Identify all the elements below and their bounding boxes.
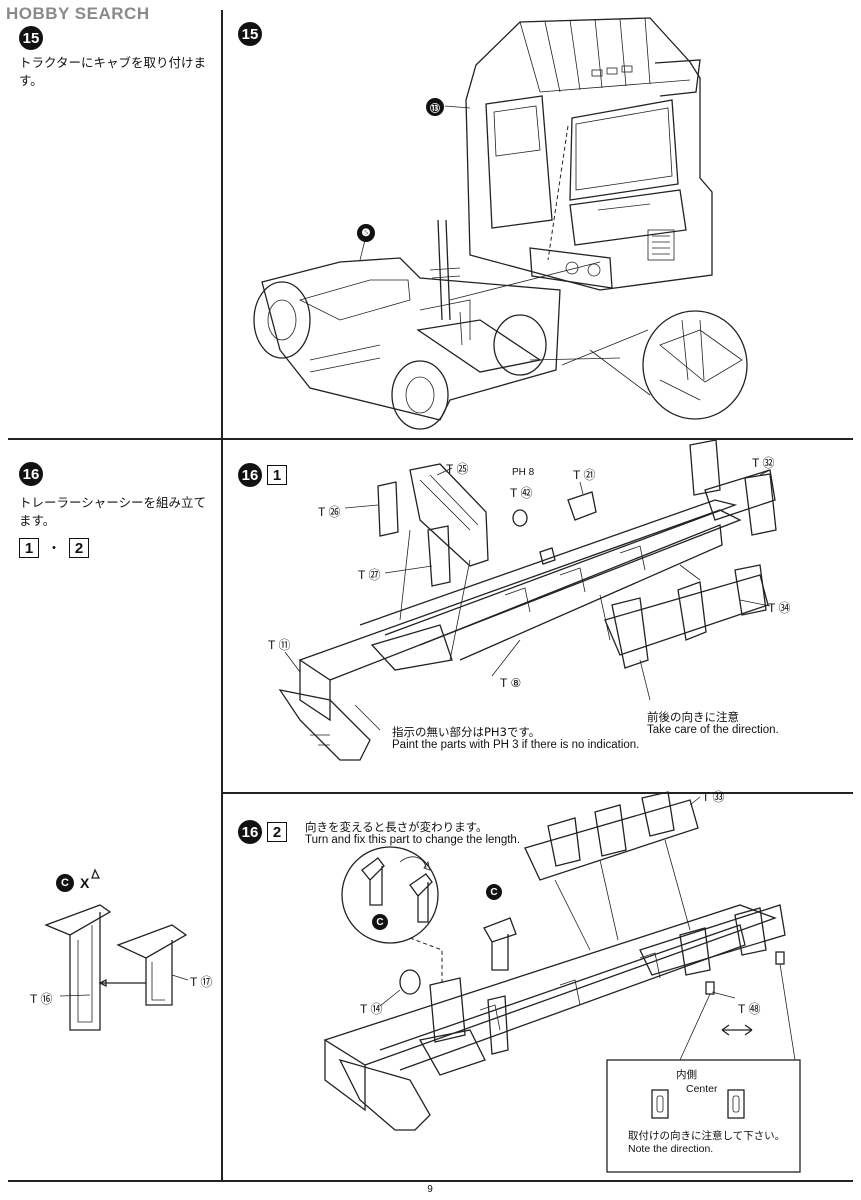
note-box-text-jp: 取付けの向きに注意して下さい。 xyxy=(628,1130,786,1142)
step-16-2-badge: 16 xyxy=(238,820,262,844)
step-15-badge: 15 xyxy=(238,22,262,46)
part-ph8: PH 8 xyxy=(512,467,535,478)
part-t25: T ㉕ xyxy=(446,462,469,476)
inset-runner-c-badge: C xyxy=(56,874,74,892)
part-t27: T ㉗ xyxy=(358,568,381,582)
step-16-2-heading: 16 2 xyxy=(238,820,287,844)
left-step-15-text: トラクターにキャブを取り付けます。 xyxy=(19,55,207,88)
hobby-search-watermark: HOBBY SEARCH xyxy=(6,4,150,23)
inset-part-t16: T ⑯ xyxy=(30,992,53,1006)
step-15-callout-13: ⑬ xyxy=(426,98,444,116)
part-t32: T ㉜ xyxy=(752,456,775,470)
part-t8: T ⑧ xyxy=(500,676,522,690)
left-step-16-text: トレーラーシャーシーを組み立てます。 xyxy=(19,495,207,528)
note-box-title-jp: 内側 xyxy=(676,1069,697,1081)
inset-part-t17: T ⑰ xyxy=(190,975,213,989)
bottom-border xyxy=(8,1180,853,1182)
step-15-callout-5: ❺ xyxy=(357,224,375,242)
part-t11: T ⑪ xyxy=(268,638,291,652)
substep-1-box: 1 xyxy=(19,538,39,558)
detail-runner-c-badge: C xyxy=(372,914,388,930)
direction-note-jp: 前後の向きに注意 xyxy=(647,710,739,724)
substep-2-box: 2 xyxy=(69,538,89,558)
inset-cross-label: X xyxy=(80,875,90,891)
note-box-text-en: Note the direction. xyxy=(628,1143,714,1155)
part-t21: T ㉑ xyxy=(573,468,596,482)
row-divider-2 xyxy=(222,792,853,794)
step-16-2-subbox: 2 xyxy=(267,822,287,842)
left-step-16-substeps: 1 ・ 2 xyxy=(19,538,89,558)
row-divider-1 xyxy=(8,438,853,440)
direction-note-en: Take care of the direction. xyxy=(647,724,779,736)
substep-separator: ・ xyxy=(47,541,61,557)
step-16-1-heading: 16 1 xyxy=(238,463,287,487)
part-t14: T ⑭ xyxy=(360,1002,383,1016)
part-t33: T ㉝ xyxy=(702,790,725,804)
step-16-1-badge: 16 xyxy=(238,463,262,487)
part-t42: T ㊷ xyxy=(510,486,533,500)
length-note-en: Turn and fix this part to change the len… xyxy=(305,834,521,846)
column-divider xyxy=(221,10,223,1182)
part-t67: T ㊽ xyxy=(738,1002,761,1016)
part-runner-c-badge: C xyxy=(486,884,502,900)
part-t34: T ㉞ xyxy=(768,601,791,615)
paint-note-jp: 指示の無い部分はPH3です。 xyxy=(392,725,541,739)
step-16-1-subbox: 1 xyxy=(267,465,287,485)
length-note-jp: 向きを変えると長さが変わります。 xyxy=(305,820,488,834)
page-number: 9 xyxy=(427,1184,433,1195)
paint-note-en: Paint the parts with PH 3 if there is no… xyxy=(392,739,640,751)
part-t26: T ㉖ xyxy=(318,505,341,519)
note-box-title-en: Center xyxy=(686,1083,718,1095)
left-step-16-badge: 16 xyxy=(19,462,43,486)
left-step-15-badge: 15 xyxy=(19,26,43,50)
